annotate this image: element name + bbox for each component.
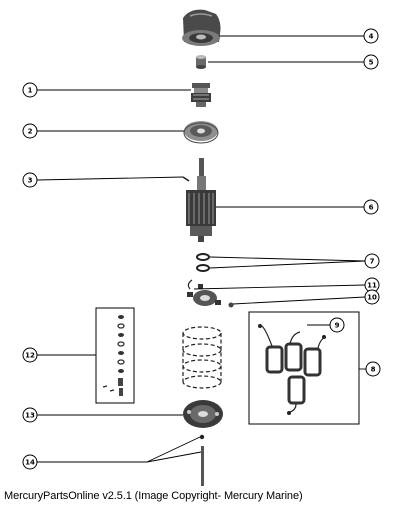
callout-10-label: 10 [367, 294, 377, 302]
part-4-end-cap[interactable] [182, 9, 221, 46]
callout-12-label: 12 [25, 352, 35, 360]
callout-1-label: 1 [28, 87, 33, 95]
callout-13-label: 13 [25, 412, 35, 420]
field-frame-phantom [182, 326, 222, 389]
callout-12[interactable]: 12 [22, 347, 38, 363]
part-2-plate[interactable] [183, 121, 219, 144]
part-11-brush-holder[interactable] [187, 279, 221, 306]
callout-3[interactable]: 3 [22, 172, 38, 188]
part-1-drive-assembly[interactable] [191, 83, 211, 107]
callout-2[interactable]: 2 [22, 123, 38, 139]
callout-4-label: 4 [369, 33, 374, 41]
leader-lines [36, 35, 366, 463]
callout-7-label: 7 [370, 258, 375, 266]
callout-6-label: 6 [369, 204, 374, 212]
callout-3-label: 3 [28, 177, 33, 185]
callout-14-label: 14 [25, 459, 35, 467]
callout-7[interactable]: 7 [364, 253, 380, 269]
callout-4[interactable]: 4 [363, 28, 379, 44]
callout-10[interactable]: 10 [364, 289, 380, 305]
part-10-screw[interactable] [228, 302, 234, 308]
part-12-hardware-kit[interactable] [95, 307, 135, 404]
callout-13[interactable]: 13 [22, 407, 38, 423]
image-caption: MercuryPartsOnline v2.5.1 (Image Copyrig… [4, 490, 303, 502]
callout-8-label: 8 [371, 366, 376, 374]
callout-9-label: 9 [335, 322, 340, 330]
part-14-through-bolt[interactable] [199, 434, 205, 486]
callout-14[interactable]: 14 [22, 454, 38, 470]
part-5-bushing[interactable] [196, 55, 206, 69]
part-7-washers[interactable] [196, 253, 210, 272]
callout-2-label: 2 [28, 128, 33, 136]
part-6-armature[interactable] [186, 158, 216, 242]
part-8-field-coils[interactable] [248, 311, 360, 425]
callout-1[interactable]: 1 [22, 82, 38, 98]
callout-8[interactable]: 8 [365, 361, 381, 377]
callout-9[interactable]: 9 [329, 317, 345, 333]
callout-5[interactable]: 5 [363, 54, 379, 70]
callout-5-label: 5 [369, 59, 374, 67]
part-13-end-cap[interactable] [183, 400, 223, 428]
callout-6[interactable]: 6 [363, 199, 379, 215]
part-3-key[interactable] [182, 176, 190, 182]
callout-11-label: 11 [367, 282, 377, 290]
